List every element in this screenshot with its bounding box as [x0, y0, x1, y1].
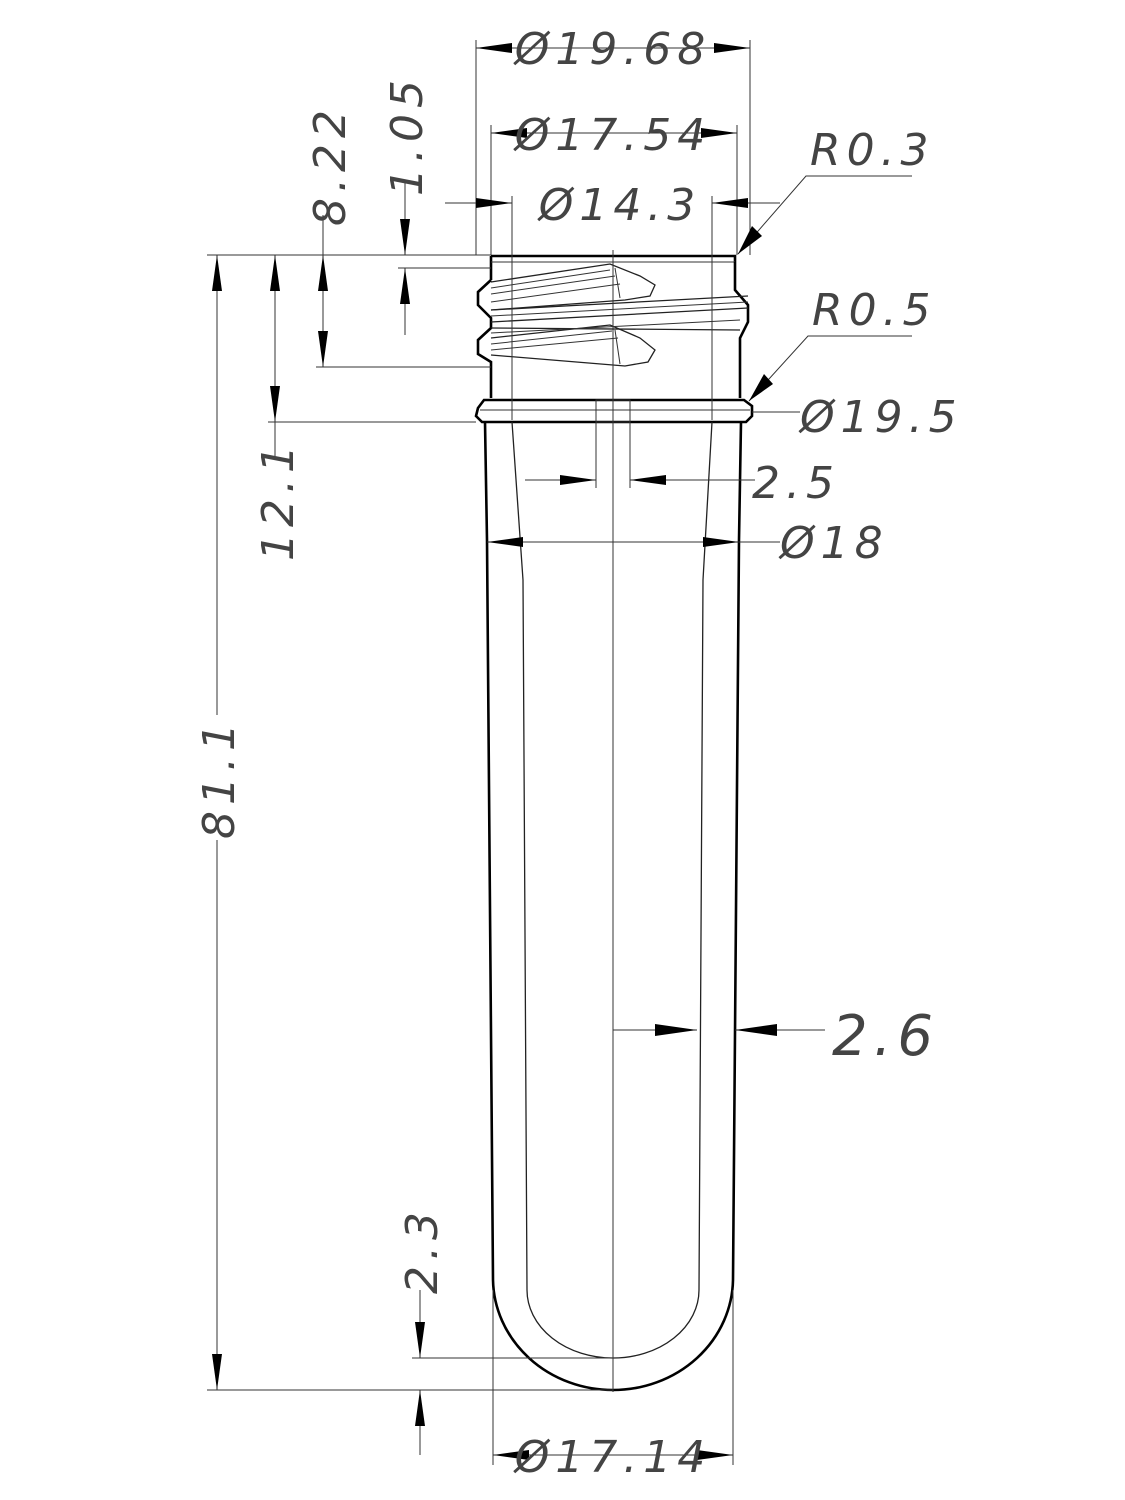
dimension-lines [207, 40, 912, 1465]
dim-bottom-diameter: Ø17.14 [513, 1432, 712, 1483]
dim-wall-thickness: 2.6 [832, 1004, 939, 1069]
dim-top-land: 1.05 [382, 74, 433, 196]
dim-neck-height: 12.1 [253, 439, 304, 561]
dim-total-length: 81.1 [194, 717, 245, 839]
dim-support-ring-diameter: Ø19.5 [798, 392, 963, 443]
dim-thread-root-diameter: Ø17.54 [513, 110, 712, 161]
dim-ring-radius: R0.5 [812, 285, 937, 336]
dim-bore-diameter: Ø14.3 [537, 180, 702, 231]
dim-body-diameter: Ø18 [778, 518, 889, 569]
dim-ring-gap: 2.5 [752, 458, 840, 509]
dim-bottom-thickness: 2.3 [397, 1206, 448, 1294]
preform-outline [474, 250, 754, 1392]
dim-thread-height: 8.22 [305, 104, 356, 226]
dimension-labels: Ø19.68 Ø17.54 Ø14.3 R0.3 R0.5 Ø19.5 2.5 … [194, 24, 963, 1483]
dim-outer-diameter-top: Ø19.68 [513, 24, 712, 75]
dim-top-radius: R0.3 [810, 125, 935, 176]
